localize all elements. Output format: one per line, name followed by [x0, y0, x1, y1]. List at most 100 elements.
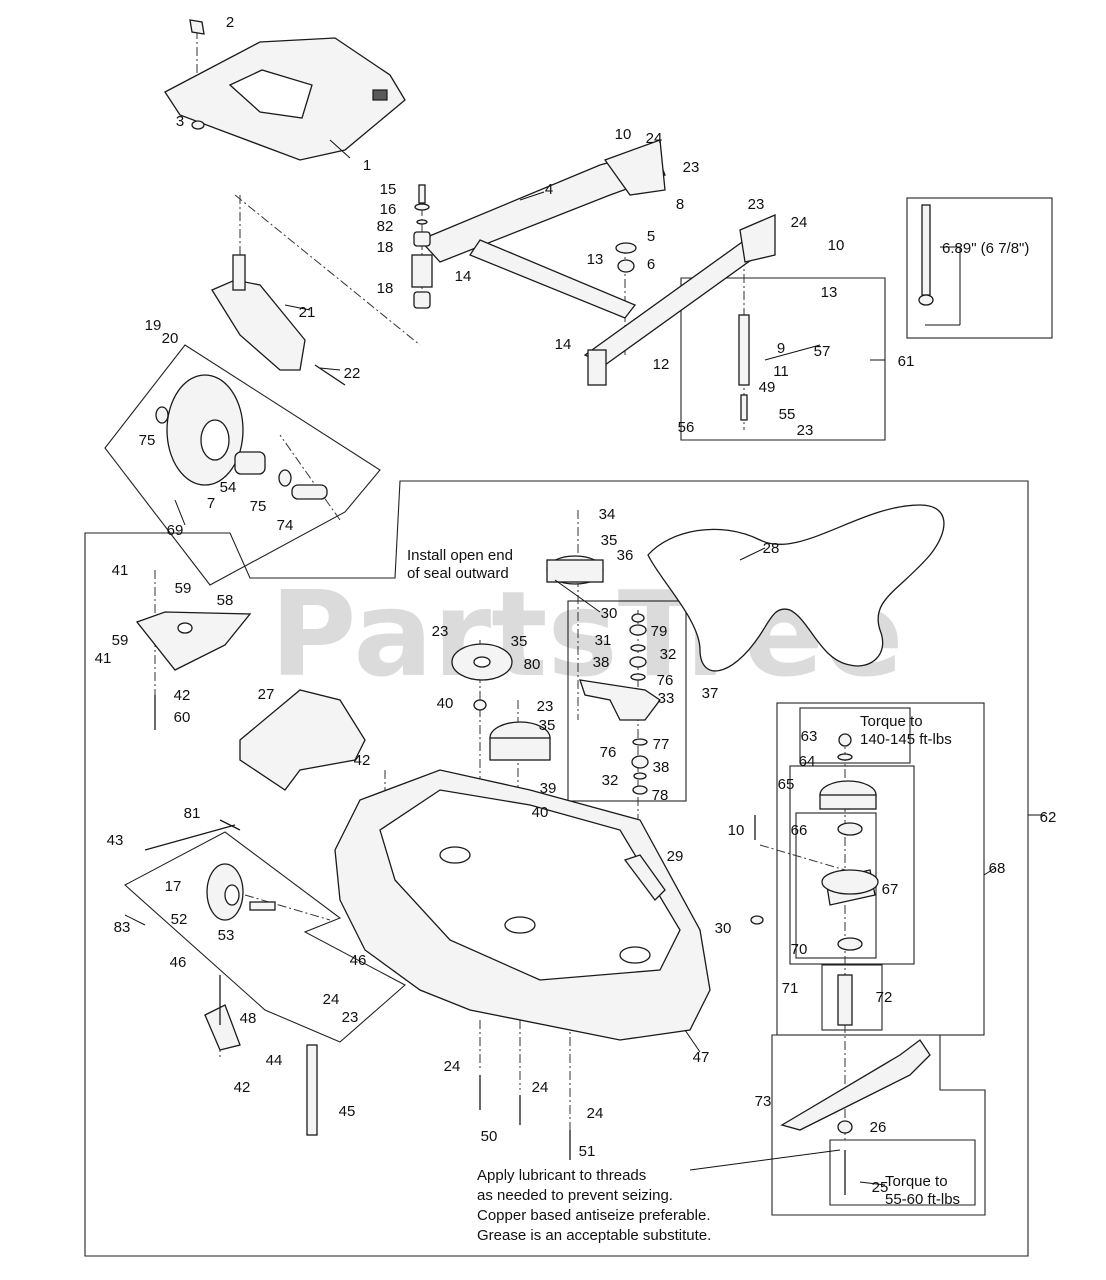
callout-40: 40	[532, 804, 549, 821]
box-deck-blade	[829, 1139, 976, 1206]
part-bushing-18	[413, 231, 431, 247]
callout-64: 64	[799, 753, 816, 770]
callout-59: 59	[175, 580, 192, 597]
callout-61: 61	[898, 353, 915, 370]
box-lower-deck	[84, 480, 1029, 1257]
part-wheel-52-hub	[224, 884, 240, 906]
part-axle-53	[249, 901, 276, 911]
part-ring-32	[630, 644, 646, 652]
lubricant-note-line-1: Apply lubricant to threads	[477, 1167, 646, 1184]
callout-23: 23	[748, 196, 765, 213]
part-nut-3	[191, 120, 205, 130]
callout-8: 8	[676, 196, 684, 213]
callout-35: 35	[511, 633, 528, 650]
callout-66: 66	[791, 822, 808, 839]
callout-46: 46	[350, 952, 367, 969]
callout-36: 36	[617, 547, 634, 564]
callout-13: 13	[587, 251, 604, 268]
part-spacer-75b	[155, 406, 169, 424]
part-deck-frame	[418, 149, 666, 263]
part-ring-77	[632, 738, 648, 746]
callout-79: 79	[651, 623, 668, 640]
part-washer-64	[837, 753, 853, 761]
callout-67: 67	[882, 881, 899, 898]
lubricant-note-line-3: Copper based antiseize preferable.	[477, 1207, 710, 1224]
callout-24: 24	[444, 1058, 461, 1075]
part-deck-top	[379, 789, 681, 981]
callout-69: 69	[167, 522, 184, 539]
callout-32: 32	[602, 772, 619, 789]
callout-47: 47	[693, 1049, 710, 1066]
callout-27: 27	[258, 686, 275, 703]
callout-44: 44	[266, 1052, 283, 1069]
callout-31: 31	[595, 632, 612, 649]
box-pulley-65	[789, 765, 915, 965]
part-cover-plate-58	[135, 611, 252, 671]
part-frame-bracket	[603, 139, 666, 196]
part-deck-hole-1	[439, 846, 471, 864]
part-nut-63	[838, 733, 852, 747]
part-nut-30	[631, 613, 645, 623]
callout-75: 75	[250, 498, 267, 515]
callout-24: 24	[587, 1105, 604, 1122]
part-frame-cross	[469, 239, 637, 319]
leader-lines	[124, 139, 1045, 1186]
torque-spindle-line-1: Torque to	[860, 713, 923, 730]
callout-6: 6	[647, 256, 655, 273]
callout-83: 83	[114, 919, 131, 936]
callout-4: 4	[545, 181, 553, 198]
callout-34: 34	[599, 506, 616, 523]
callout-2: 2	[226, 14, 234, 31]
part-bushing-18b	[413, 291, 431, 309]
callout-40: 40	[437, 695, 454, 712]
callout-38: 38	[593, 654, 610, 671]
callout-49: 49	[759, 379, 776, 396]
callout-80: 80	[524, 656, 541, 673]
part-spring-81	[219, 819, 241, 831]
part-belt	[647, 504, 945, 672]
part-rod-43	[144, 824, 236, 851]
part-deck-hole-3	[619, 946, 651, 964]
callout-82: 82	[377, 218, 394, 235]
part-measure-knob	[918, 294, 934, 306]
callout-54: 54	[220, 479, 237, 496]
callout-30: 30	[601, 605, 618, 622]
part-bearing-38b	[631, 755, 649, 769]
box-wheel-assembly-69	[104, 344, 381, 586]
callout-59: 59	[112, 632, 129, 649]
part-washer-16	[414, 203, 430, 211]
box-torque-63	[799, 707, 911, 764]
part-idler-pulley-body	[546, 559, 604, 583]
part-spacer-75	[278, 469, 292, 487]
callout-57: 57	[814, 343, 831, 360]
callout-35: 35	[601, 532, 618, 549]
callout-51: 51	[579, 1143, 596, 1160]
part-spacer	[411, 254, 433, 288]
callout-60: 60	[174, 709, 191, 726]
callout-3: 3	[176, 113, 184, 130]
callout-32: 32	[660, 646, 677, 663]
callout-77: 77	[653, 736, 670, 753]
callout-41: 41	[112, 562, 129, 579]
part-pulley-80-hub	[473, 656, 491, 668]
lubricant-note-line-2: as needed to prevent seizing.	[477, 1187, 673, 1204]
callout-55: 55	[779, 406, 796, 423]
callout-33: 33	[658, 690, 675, 707]
callout-52: 52	[171, 911, 188, 928]
part-bearing-38	[629, 656, 647, 668]
part-frame-tube	[587, 349, 607, 386]
callout-24: 24	[791, 214, 808, 231]
callout-14: 14	[555, 336, 572, 353]
part-seat-logo	[228, 69, 313, 119]
part-measure-pin	[921, 204, 931, 296]
callout-13: 13	[821, 284, 838, 301]
callout-65: 65	[778, 776, 795, 793]
part-ring-76	[630, 673, 646, 681]
callout-10: 10	[728, 822, 745, 839]
callout-18: 18	[377, 239, 394, 256]
callout-42: 42	[234, 1079, 251, 1096]
callout-58: 58	[217, 592, 234, 609]
callout-16: 16	[380, 201, 397, 218]
torque-spindle-line-2: 140-145 ft-lbs	[860, 731, 952, 748]
callout-1: 1	[363, 157, 371, 174]
